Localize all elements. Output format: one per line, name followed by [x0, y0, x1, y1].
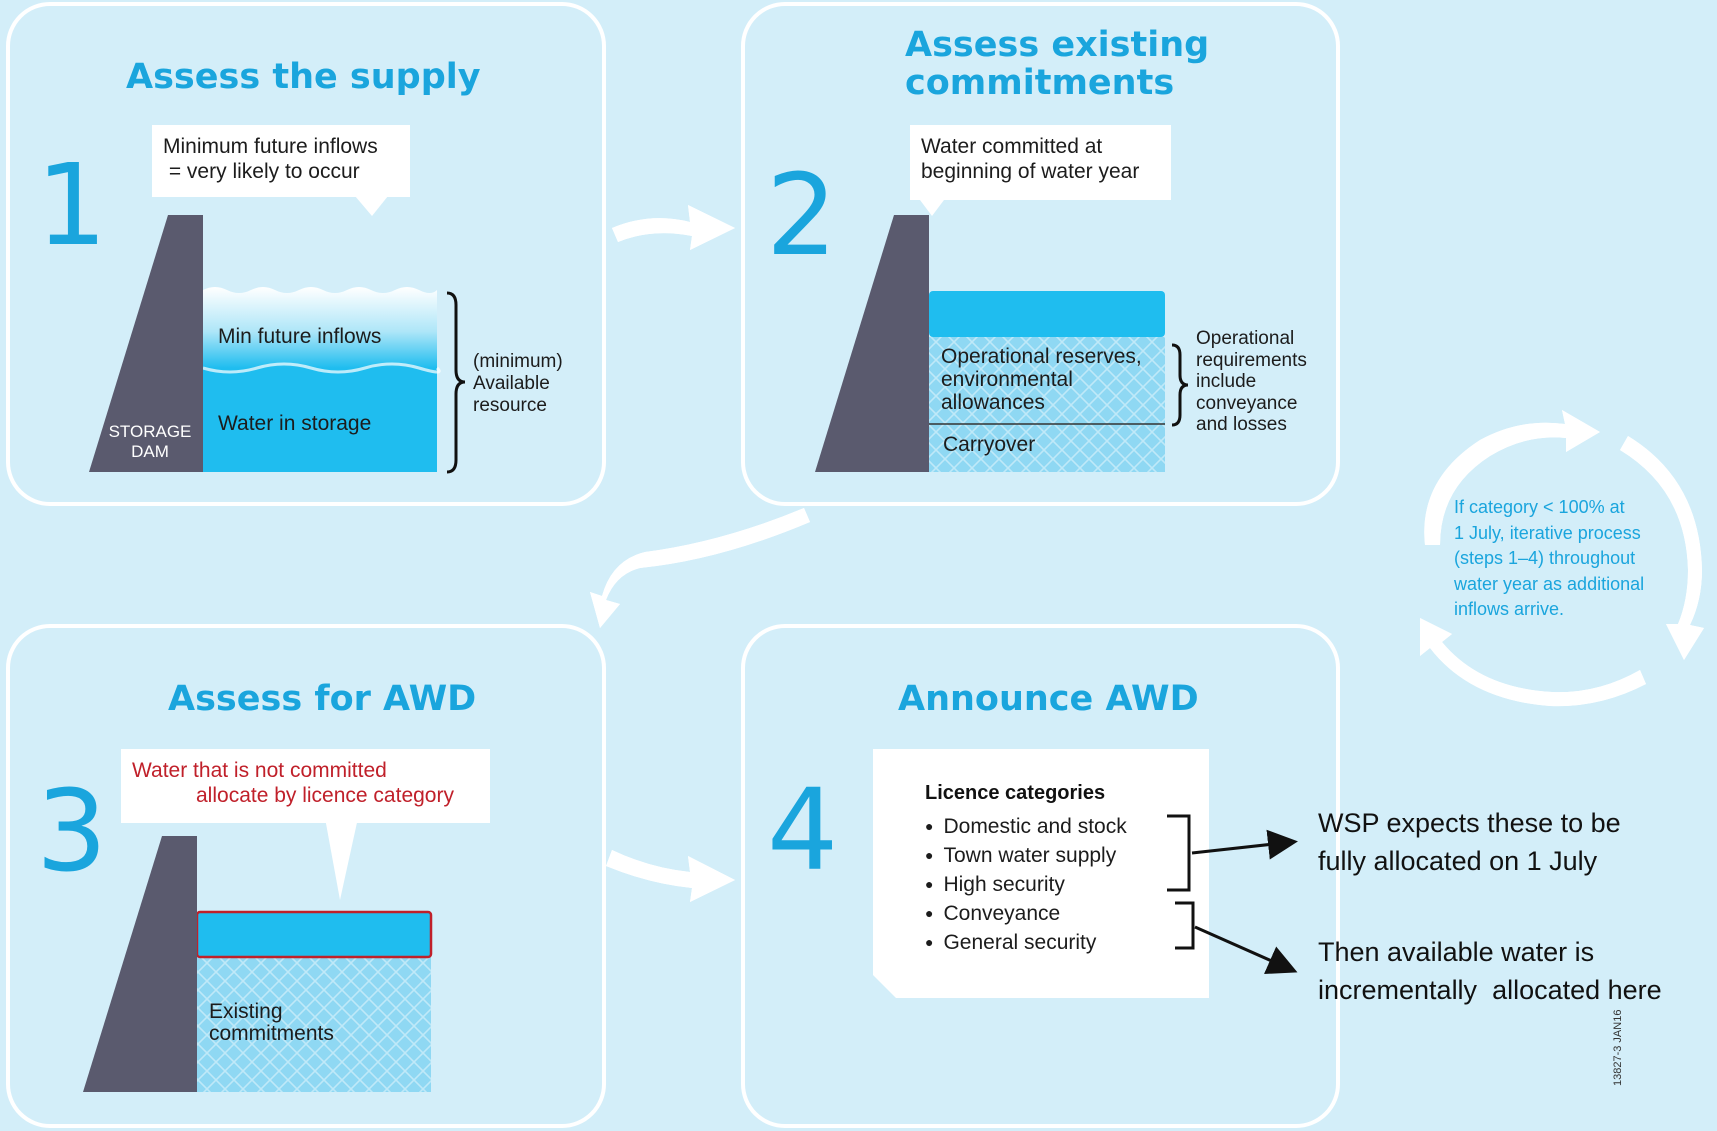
- upper-annotation: WSP expects these to be fully allocated …: [1318, 804, 1621, 880]
- step2-carryover-label: Carryover: [943, 433, 1036, 456]
- licence-categories-heading: Licence categories: [925, 782, 1106, 804]
- lower-annotation-line2: incrementally allocated here: [1318, 975, 1662, 1005]
- licence-item: Conveyance: [925, 900, 1127, 929]
- step2-reserves-line1: Operational reserves,: [941, 345, 1142, 368]
- cycle-note: If category < 100% at 1 July, iterative …: [1454, 495, 1644, 623]
- figure-code: 13827-3 JAN16: [1612, 1009, 1624, 1086]
- licence-item: Town water supply: [925, 842, 1127, 871]
- step2-brace-line5: and losses: [1196, 414, 1287, 435]
- step1-dam-label: STORAGE DAM: [100, 422, 200, 462]
- step2-number: 2: [766, 151, 838, 281]
- step3-callout-line2: allocate by licence category: [196, 784, 454, 807]
- step1-title: Assess the supply: [126, 57, 481, 97]
- step3-title: Assess for AWD: [168, 679, 477, 719]
- step2-callout-line2: beginning of water year: [921, 160, 1140, 183]
- cycle-line4: water year as additional: [1454, 573, 1645, 594]
- step4-number: 4: [767, 766, 839, 896]
- licence-item: Domestic and stock: [925, 813, 1126, 842]
- step1-callout: Minimum future inflows = very likely to …: [152, 125, 410, 197]
- step2-reserves-label: Operational reserves, environmental allo…: [941, 345, 1142, 414]
- cycle-line2: 1 July, iterative process: [1454, 522, 1641, 543]
- step1-storage-label: Water in storage: [218, 412, 372, 435]
- step1-dam-label-line2: DAM: [131, 442, 169, 461]
- cycle-line3: (steps 1–4) throughout: [1454, 548, 1636, 568]
- step2-brace-line3: include: [1196, 371, 1257, 392]
- step2-title: Assess existing commitments: [905, 26, 1209, 102]
- lower-annotation: Then available water is incrementally al…: [1318, 933, 1662, 1009]
- step1-inflow-label: Min future inflows: [218, 325, 382, 348]
- step3-existing-line2: commitments: [209, 1022, 334, 1045]
- step2-reserves-line3: allowances: [941, 391, 1045, 414]
- step1-number: 1: [36, 141, 108, 271]
- step4-title: Announce AWD: [898, 679, 1199, 719]
- lower-annotation-line1: Then available water is: [1318, 937, 1595, 967]
- step1-callout-line1: Minimum future inflows: [163, 135, 378, 158]
- licence-item: General security: [925, 929, 1127, 958]
- licence-item: High security: [925, 871, 1127, 900]
- step1-brace-line3: resource: [473, 395, 547, 416]
- step2-brace-line2: requirements: [1196, 349, 1307, 371]
- step2-brace-line4: conveyance: [1196, 392, 1298, 414]
- step2-brace-label: Operational requirements include conveya…: [1196, 328, 1307, 436]
- cycle-line1: If category < 100% at: [1454, 497, 1625, 517]
- cycle-line5: inflows arrive.: [1454, 599, 1565, 619]
- step1-brace-line1: (minimum): [473, 351, 563, 372]
- step1-callout-line2: = very likely to occur: [163, 160, 360, 183]
- step3-number: 3: [36, 767, 108, 897]
- step2-title-line2: commitments: [905, 63, 1175, 103]
- upper-annotation-line2: fully allocated on 1 July: [1318, 846, 1598, 876]
- step3-existing-label: Existing commitments: [209, 1001, 334, 1045]
- step2-callout-line1: Water committed at: [921, 135, 1103, 158]
- step2-title-line1: Assess existing: [905, 25, 1210, 65]
- step1-brace-label: (minimum) Available resource: [473, 351, 563, 417]
- step2-reserves-line2: environmental: [941, 368, 1073, 391]
- step3-callout: Water that is not committed allocate by …: [121, 749, 490, 823]
- step1-dam-label-line1: STORAGE: [108, 422, 192, 441]
- step3-callout-line1: Water that is not committed: [132, 759, 387, 782]
- licence-categories-list: Domestic and stock Town water supply Hig…: [925, 813, 1127, 958]
- step3-existing-line1: Existing: [209, 1000, 283, 1023]
- step2-callout: Water committed at beginning of water ye…: [910, 125, 1171, 200]
- step2-brace-line1: Operational: [1196, 328, 1295, 349]
- step1-brace-line2: Available: [473, 373, 550, 394]
- upper-annotation-line1: WSP expects these to be: [1318, 808, 1621, 838]
